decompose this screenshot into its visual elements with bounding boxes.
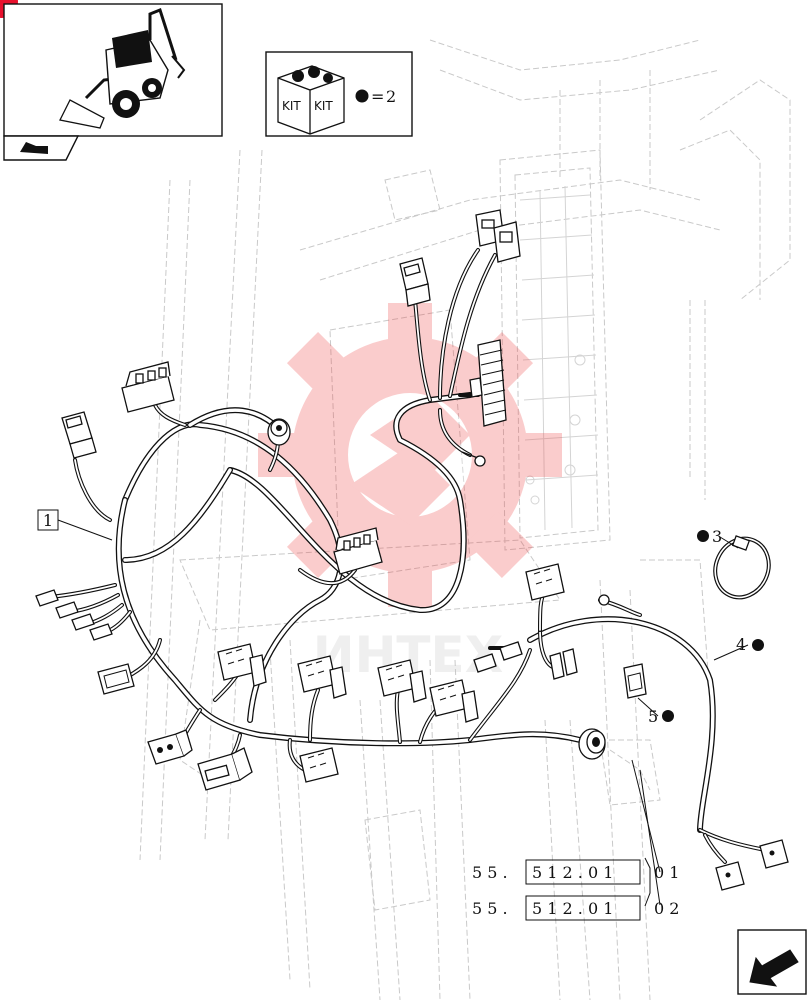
go-next-arrow-button[interactable] — [737, 929, 807, 995]
fuse-strip-connector — [469, 339, 507, 427]
reference-2-suffix: 0 2 — [654, 899, 679, 918]
round-grommet — [578, 728, 651, 791]
inline-connector-center — [473, 641, 523, 673]
relay-block-1 — [217, 643, 267, 687]
solid-dot-icon — [355, 89, 369, 103]
callout-1: 1 — [37, 509, 59, 531]
reference-1-boxed: 5 1 2 . 0 1 — [532, 863, 613, 882]
connectors — [35, 209, 789, 891]
part-5-clip — [623, 663, 647, 699]
reference-1-box — [525, 859, 641, 885]
ring-terminal-right — [598, 594, 610, 606]
reference-row-1[interactable]: 5 5 . 5 1 2 . 0 1 0 1 — [472, 859, 679, 885]
reference-1-suffix: 0 1 — [654, 863, 679, 882]
leader-lines — [57, 519, 749, 907]
kit-label-right: KIT — [314, 99, 333, 113]
round-sensor-top — [267, 418, 291, 446]
callout-4-label: 4 — [736, 635, 746, 654]
reference-2-boxed: 5 1 2 . 0 1 — [532, 899, 613, 918]
gear-logo-icon — [258, 303, 562, 607]
kit-label-left: KIT — [282, 99, 301, 113]
callout-5: 5 — [648, 707, 674, 726]
solid-dot-icon — [697, 530, 709, 542]
relay-block-2 — [297, 655, 347, 699]
connector-bottom-right-2 — [759, 839, 789, 869]
clip-pair-right — [549, 648, 578, 680]
ghost-structure — [139, 39, 791, 1000]
watermark: ИНТЕХ — [258, 303, 562, 684]
solid-dot-icon — [752, 639, 764, 651]
backhoe-loader-icon — [59, 8, 186, 129]
kit-legend-equals: = — [371, 87, 384, 106]
reference-row-2[interactable]: 5 5 . 5 1 2 . 0 1 0 2 — [472, 895, 679, 921]
connector-plug-top-center — [399, 257, 431, 307]
callout-5-label: 5 — [648, 707, 658, 726]
socket-left — [97, 663, 135, 695]
reference-2-prefix: 5 5 . — [472, 899, 508, 918]
plug-bottom-left — [197, 747, 253, 791]
kit-box-icon: KIT KIT — [277, 65, 345, 135]
connector-plug-left — [61, 411, 97, 459]
relay-block-4 — [429, 679, 479, 723]
solid-dot-icon — [662, 710, 674, 722]
view-icon — [20, 142, 48, 154]
callout-1-label: 1 — [43, 511, 53, 530]
thumbnail-panel[interactable] — [3, 3, 223, 161]
connector-bottom-right-1 — [715, 861, 745, 891]
kit-legend-value: 2 — [386, 87, 396, 106]
kit-legend: KIT KIT = 2 — [265, 51, 413, 137]
callout-4: 4 — [736, 635, 764, 654]
part-3-cable-tie — [713, 535, 771, 600]
reference-2-box — [525, 895, 641, 921]
callout-3: 3 — [697, 527, 722, 546]
flat-connectors-left — [35, 589, 113, 641]
go-next-arrow-icon — [749, 949, 799, 987]
relay-block-3 — [377, 659, 427, 703]
relay-block-5 — [299, 747, 339, 783]
connector-block-center — [333, 527, 383, 575]
connector-block-top-left — [121, 361, 175, 413]
connector-pair-top-right — [475, 209, 521, 263]
callout-3-label: 3 — [712, 527, 722, 546]
plug-lower-left — [147, 729, 193, 765]
ring-terminal — [461, 451, 486, 467]
reference-1-prefix: 5 5 . — [472, 863, 508, 882]
relay-block-6 — [525, 563, 565, 601]
